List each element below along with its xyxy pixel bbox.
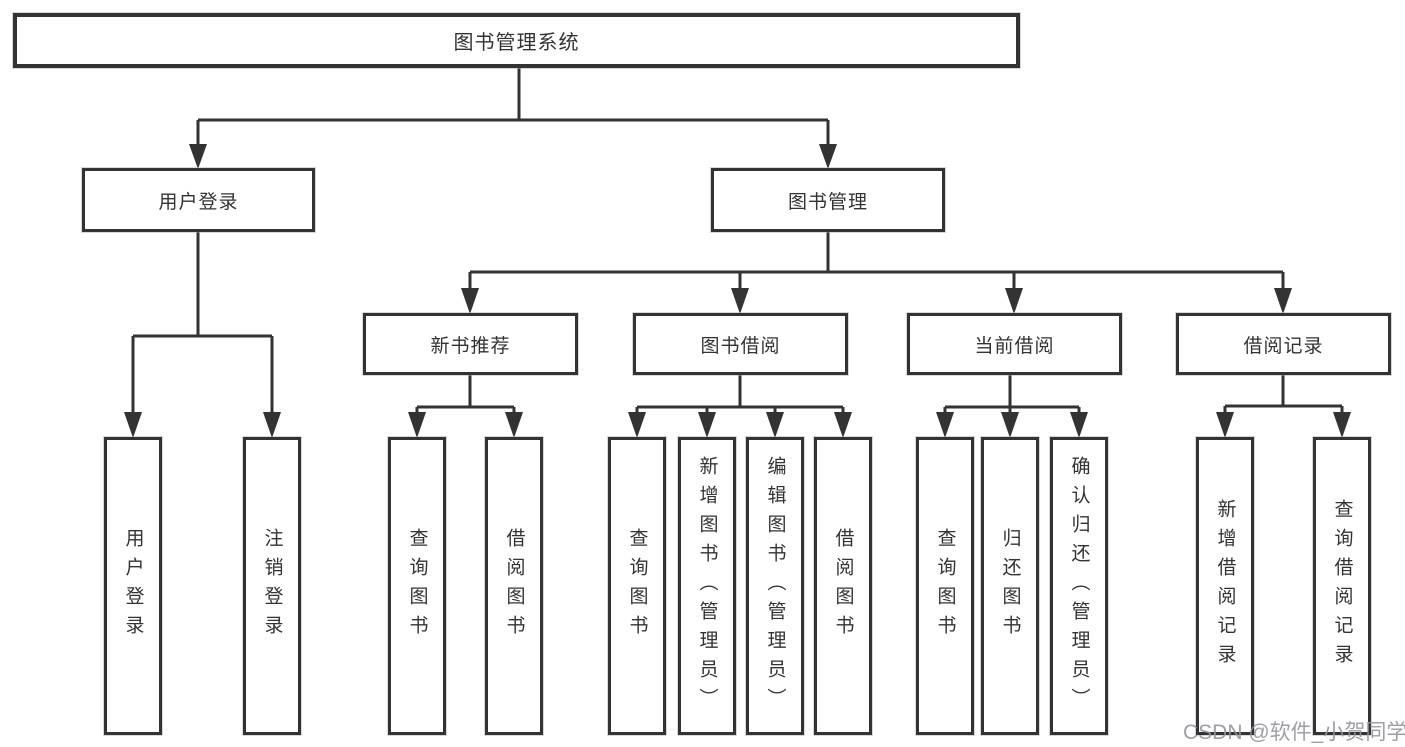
node-user-login: 用户登录: [82, 168, 315, 232]
leaf-newbook-query-books: 查询图书: [388, 437, 446, 735]
node-book-management: 图书管理: [711, 168, 945, 232]
leaf-newbook-borrow-books: 借阅图书: [485, 437, 543, 735]
csdn-watermark: CSDN @软件_小贺同学: [1183, 721, 1405, 744]
node-borrowing-records: 借阅记录: [1176, 313, 1391, 375]
leaf-borrow-edit-books-admin: 编辑图书（管理员）: [746, 437, 804, 735]
leaf-current-confirm-return-admin: 确认归还（管理员）: [1050, 437, 1108, 735]
node-book-borrowing: 图书借阅: [633, 313, 848, 375]
node-new-book-recommend: 新书推荐: [363, 313, 578, 375]
leaf-logout: 注销登录: [243, 437, 301, 735]
leaf-record-add-borrow-record: 新增借阅记录: [1196, 437, 1254, 735]
leaf-user-login: 用户登录: [104, 437, 162, 735]
leaf-record-query-borrow-record: 查询借阅记录: [1313, 437, 1371, 735]
leaf-current-return-books: 归还图书: [981, 437, 1039, 735]
node-library-management-system: 图书管理系统: [13, 13, 1020, 68]
leaf-borrow-query-books: 查询图书: [608, 437, 666, 735]
leaf-borrow-borrow-books: 借阅图书: [814, 437, 872, 735]
node-current-borrowing: 当前借阅: [907, 313, 1122, 375]
leaf-current-query-books: 查询图书: [916, 437, 974, 735]
leaf-borrow-add-books-admin: 新增图书（管理员）: [678, 437, 736, 735]
